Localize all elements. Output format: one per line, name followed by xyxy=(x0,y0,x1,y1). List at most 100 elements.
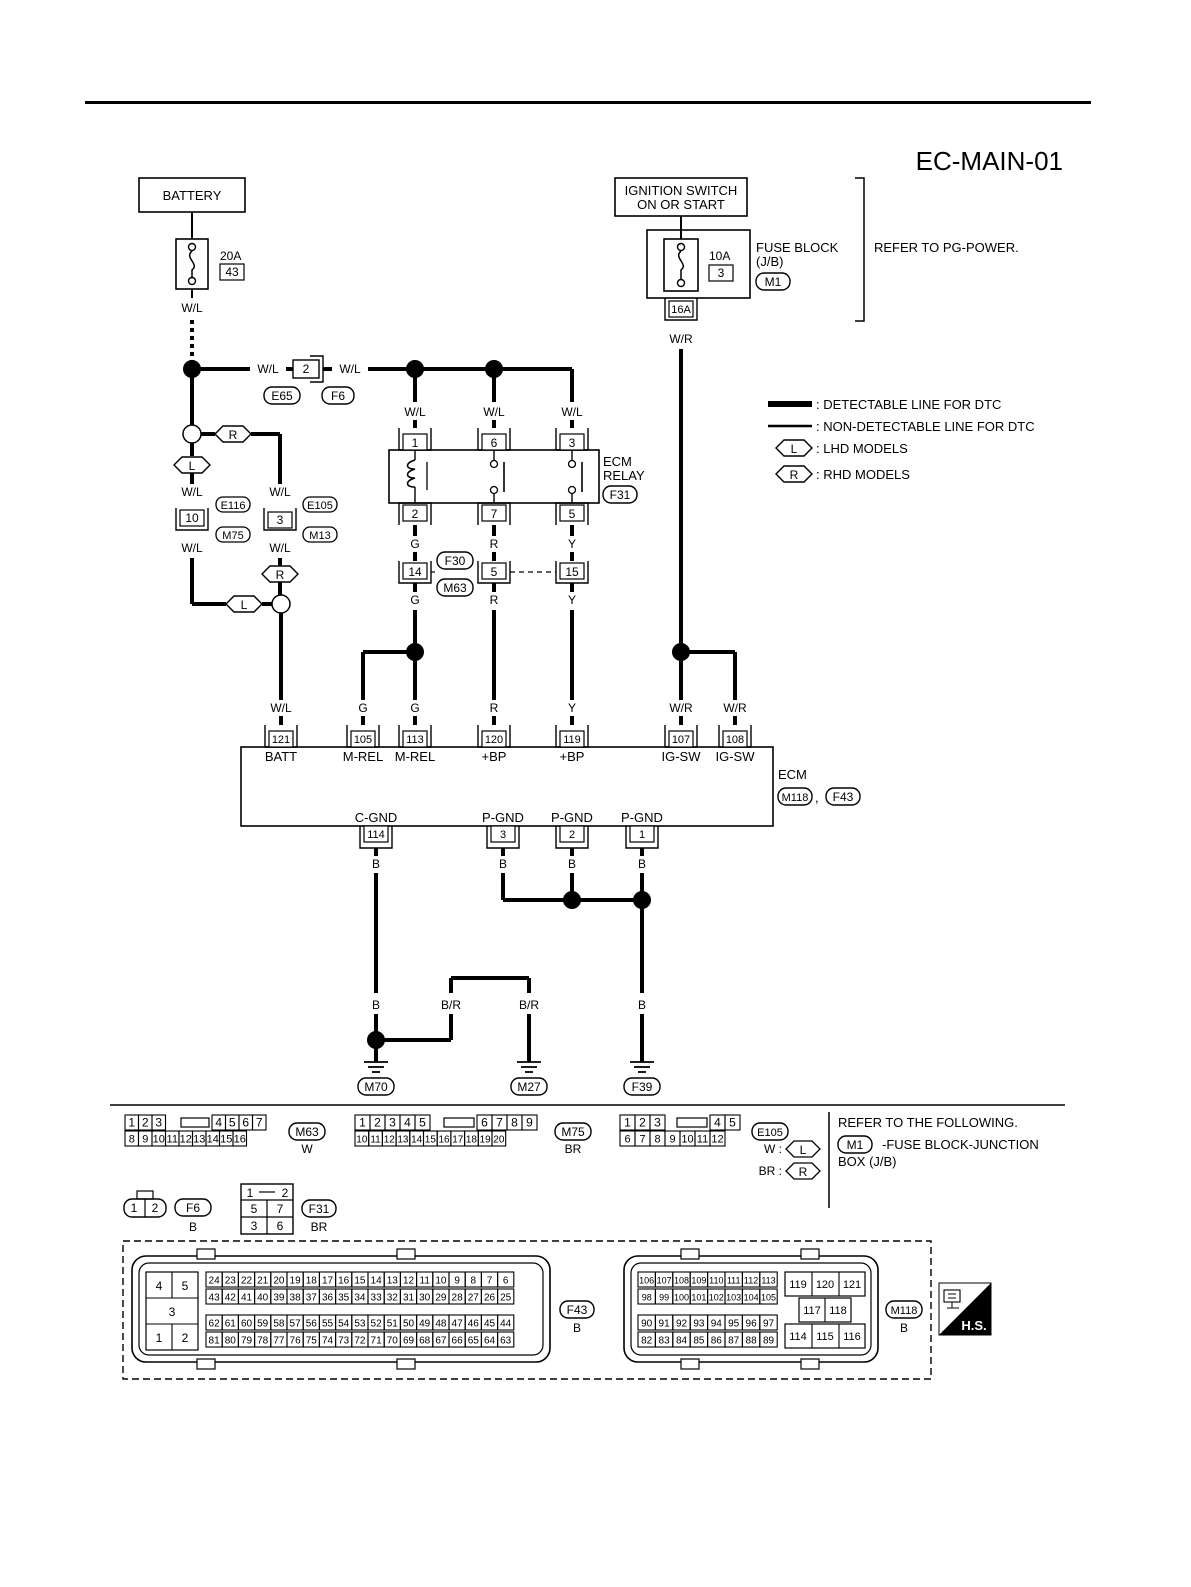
svg-text:19: 19 xyxy=(290,1276,302,1287)
svg-text:E65: E65 xyxy=(271,389,293,403)
svg-text:81: 81 xyxy=(209,1336,221,1347)
svg-text:2: 2 xyxy=(282,1186,289,1200)
svg-text:6: 6 xyxy=(242,1116,249,1130)
svg-text:L: L xyxy=(800,1143,807,1157)
svg-text:4: 4 xyxy=(156,1279,163,1293)
svg-text:P-GND: P-GND xyxy=(482,810,524,825)
svg-text:1: 1 xyxy=(247,1186,254,1200)
svg-text:3: 3 xyxy=(251,1219,258,1233)
svg-text:16: 16 xyxy=(234,1134,246,1146)
svg-text:64: 64 xyxy=(484,1336,496,1347)
svg-text:5: 5 xyxy=(229,1116,236,1130)
svg-text:L: L xyxy=(189,459,196,473)
svg-text:72: 72 xyxy=(354,1336,366,1347)
svg-text:6: 6 xyxy=(481,1116,488,1130)
svg-text:B: B xyxy=(568,857,576,871)
svg-text:M75: M75 xyxy=(222,530,243,542)
svg-text:91: 91 xyxy=(659,1319,671,1330)
svg-text:REFER TO THE FOLLOWING.: REFER TO THE FOLLOWING. xyxy=(838,1115,1018,1130)
connector-f6-label: F6 xyxy=(321,386,355,405)
svg-text:101: 101 xyxy=(691,1293,706,1303)
svg-text:19: 19 xyxy=(480,1135,492,1146)
lhd-rhd-merge-point xyxy=(271,594,291,614)
svg-text:41: 41 xyxy=(241,1293,253,1304)
svg-text:10: 10 xyxy=(185,511,199,525)
svg-text:ECM: ECM xyxy=(603,454,632,469)
svg-text:15: 15 xyxy=(565,565,579,579)
ecm-relay: 1 6 3 2 7 5 ECM RELAY F xyxy=(388,428,645,525)
svg-text:121: 121 xyxy=(272,734,290,746)
svg-text:62: 62 xyxy=(209,1319,221,1330)
svg-text:: NON-DETECTABLE LINE FOR DTC: : NON-DETECTABLE LINE FOR DTC xyxy=(816,419,1035,434)
svg-text:1: 1 xyxy=(131,1201,138,1215)
svg-text:47: 47 xyxy=(452,1319,464,1330)
svg-text:FUSE BLOCK: FUSE BLOCK xyxy=(756,240,839,255)
svg-text:5: 5 xyxy=(491,565,498,579)
svg-text:3: 3 xyxy=(500,829,506,841)
svg-text:120: 120 xyxy=(816,1279,834,1291)
svg-text:30: 30 xyxy=(419,1293,431,1304)
svg-text:B/R: B/R xyxy=(519,998,539,1012)
lhd-marker: L xyxy=(173,456,211,474)
joint-connector-e65-f6: 2 xyxy=(292,355,324,383)
svg-text:5: 5 xyxy=(729,1116,736,1130)
svg-text:75: 75 xyxy=(306,1336,318,1347)
header-rule xyxy=(85,101,1091,104)
svg-text:63: 63 xyxy=(500,1336,512,1347)
svg-text:68: 68 xyxy=(419,1336,431,1347)
battery-block: BATTERY xyxy=(138,177,246,213)
svg-text:M118: M118 xyxy=(782,792,809,804)
svg-text:112: 112 xyxy=(744,1276,758,1286)
junction-dot xyxy=(563,891,581,909)
svg-text:BR: BR xyxy=(311,1220,328,1234)
svg-text:E116: E116 xyxy=(221,500,246,512)
svg-text:1: 1 xyxy=(624,1116,631,1130)
svg-text:66: 66 xyxy=(452,1336,464,1347)
svg-text:99: 99 xyxy=(659,1293,669,1303)
svg-text:109: 109 xyxy=(691,1276,706,1286)
ecm-terminal-names: BATT M-REL M-REL +BP +BP IG-SW IG-SW C-G… xyxy=(265,749,755,825)
svg-text:43: 43 xyxy=(225,265,239,279)
svg-text:Y: Y xyxy=(568,593,576,607)
svg-text:53: 53 xyxy=(354,1319,366,1330)
svg-text:42: 42 xyxy=(225,1293,237,1304)
svg-text:W/R: W/R xyxy=(669,701,693,715)
connector-e105-label: E105 xyxy=(302,496,338,513)
svg-text:3: 3 xyxy=(277,513,284,527)
svg-text:6: 6 xyxy=(491,436,498,450)
svg-text:46: 46 xyxy=(468,1319,480,1330)
svg-text:15: 15 xyxy=(425,1135,437,1146)
svg-text:6: 6 xyxy=(277,1219,284,1233)
svg-text:8: 8 xyxy=(511,1116,518,1130)
svg-text:21: 21 xyxy=(257,1276,269,1287)
svg-text:12: 12 xyxy=(384,1135,396,1146)
svg-text:59: 59 xyxy=(257,1319,269,1330)
svg-text:1: 1 xyxy=(156,1331,163,1345)
svg-text:5: 5 xyxy=(251,1202,258,1216)
svg-text:116: 116 xyxy=(843,1331,861,1343)
svg-text:120: 120 xyxy=(485,734,503,746)
svg-text:W/L: W/L xyxy=(181,485,203,499)
svg-text:BATT: BATT xyxy=(265,749,297,764)
svg-text:40: 40 xyxy=(257,1293,269,1304)
svg-text:L: L xyxy=(791,442,798,456)
svg-text:F31: F31 xyxy=(610,488,631,502)
svg-text:F31: F31 xyxy=(309,1202,330,1216)
svg-text:W/L: W/L xyxy=(257,362,279,376)
svg-text:26: 26 xyxy=(484,1293,496,1304)
svg-text:F6: F6 xyxy=(186,1201,200,1215)
svg-text:38: 38 xyxy=(290,1293,302,1304)
ground-m27: M27 xyxy=(510,1061,548,1096)
svg-text:F39: F39 xyxy=(632,1080,653,1094)
svg-text:98: 98 xyxy=(642,1293,652,1303)
svg-text:W/R: W/R xyxy=(669,332,693,346)
svg-text:B: B xyxy=(499,857,507,871)
svg-text:90: 90 xyxy=(641,1319,653,1330)
svg-text:9: 9 xyxy=(454,1276,460,1287)
svg-text:BOX (J/B): BOX (J/B) xyxy=(838,1154,897,1169)
svg-text:31: 31 xyxy=(403,1293,415,1304)
svg-text:E105: E105 xyxy=(757,1127,783,1139)
